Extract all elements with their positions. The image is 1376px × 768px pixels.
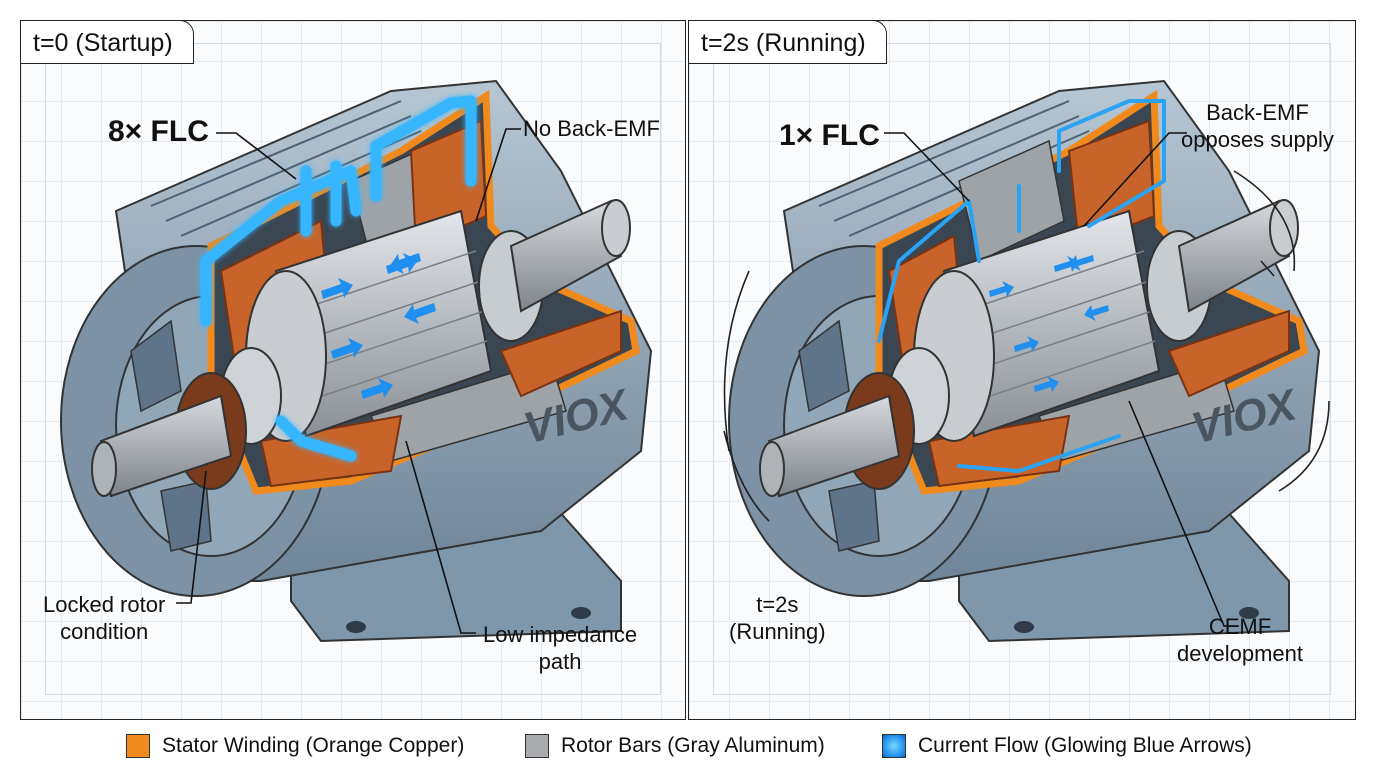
- back-emf-label: No Back-EMF: [523, 116, 660, 141]
- leader-lines: [884, 132, 1239, 627]
- running-state-label: t=2s (Running): [729, 592, 826, 644]
- current-flow-arrows: [877, 99, 1166, 473]
- inner-frame: [45, 43, 661, 695]
- motor-cutaway-startup: VIOX: [60, 79, 653, 643]
- current-magnitude-label: 1× FLC: [779, 119, 880, 152]
- mount-hole: [346, 621, 366, 633]
- rotor-bars: [295, 250, 488, 402]
- legend-label: Current Flow (Glowing Blue Arrows): [918, 734, 1252, 757]
- legend-item-current: Current Flow (Glowing Blue Arrows): [882, 732, 1252, 760]
- panel-title: t=2s (Running): [689, 21, 887, 64]
- stator-winding: [1167, 309, 1290, 398]
- mount-hole: [1014, 621, 1034, 633]
- legend-item-stator: Stator Winding (Orange Copper): [126, 732, 464, 760]
- locked-rotor-label: Locked rotor condition: [43, 592, 166, 644]
- legend-label: Rotor Bars (Gray Aluminum): [561, 734, 825, 757]
- cemf-label: CEMF development: [1177, 614, 1303, 666]
- mount-hole: [571, 607, 591, 619]
- rotor-current-arrows: [989, 255, 1109, 392]
- stator-winding: [1067, 119, 1156, 248]
- shaft-end: [91, 441, 117, 497]
- current-flow-arrows: [200, 95, 477, 462]
- startup-panel: VIOX t=0 (Startup) 8× FLC No Back-EMF Lo…: [20, 20, 686, 720]
- stator-winding: [927, 414, 1071, 488]
- panel-title: t=0 (Startup): [21, 21, 194, 64]
- leader-lines: [176, 128, 521, 634]
- rear-shaft: [1177, 199, 1291, 313]
- rotor-current-arrows: [321, 253, 436, 399]
- legend-item-rotor: Rotor Bars (Gray Aluminum): [525, 732, 825, 760]
- shaft-end: [759, 441, 785, 497]
- stator-core: [958, 139, 1065, 263]
- legend-label: Stator Winding (Orange Copper): [162, 734, 465, 757]
- motor-cutaway-running: VIOX: [723, 79, 1330, 643]
- mount-hole: [1239, 607, 1259, 619]
- current-magnitude-label: 8× FLC: [108, 115, 209, 148]
- back-emf-label: Back-EMF opposes supply: [1181, 100, 1334, 152]
- rear-shaft: [509, 199, 623, 313]
- stator-winding: [499, 309, 622, 398]
- low-impedance-label: Low impedance path: [483, 622, 638, 674]
- rotor-bars: [963, 250, 1156, 402]
- legend-swatch-orange: [126, 734, 150, 758]
- running-panel: VIOX t=2s (Running) 1× FLC Back-EMF oppo…: [688, 20, 1356, 720]
- legend-swatch-gray: [525, 734, 549, 758]
- rotation-arrows: [723, 170, 1330, 522]
- inner-frame: [713, 43, 1331, 695]
- legend-swatch-blue: [882, 734, 906, 758]
